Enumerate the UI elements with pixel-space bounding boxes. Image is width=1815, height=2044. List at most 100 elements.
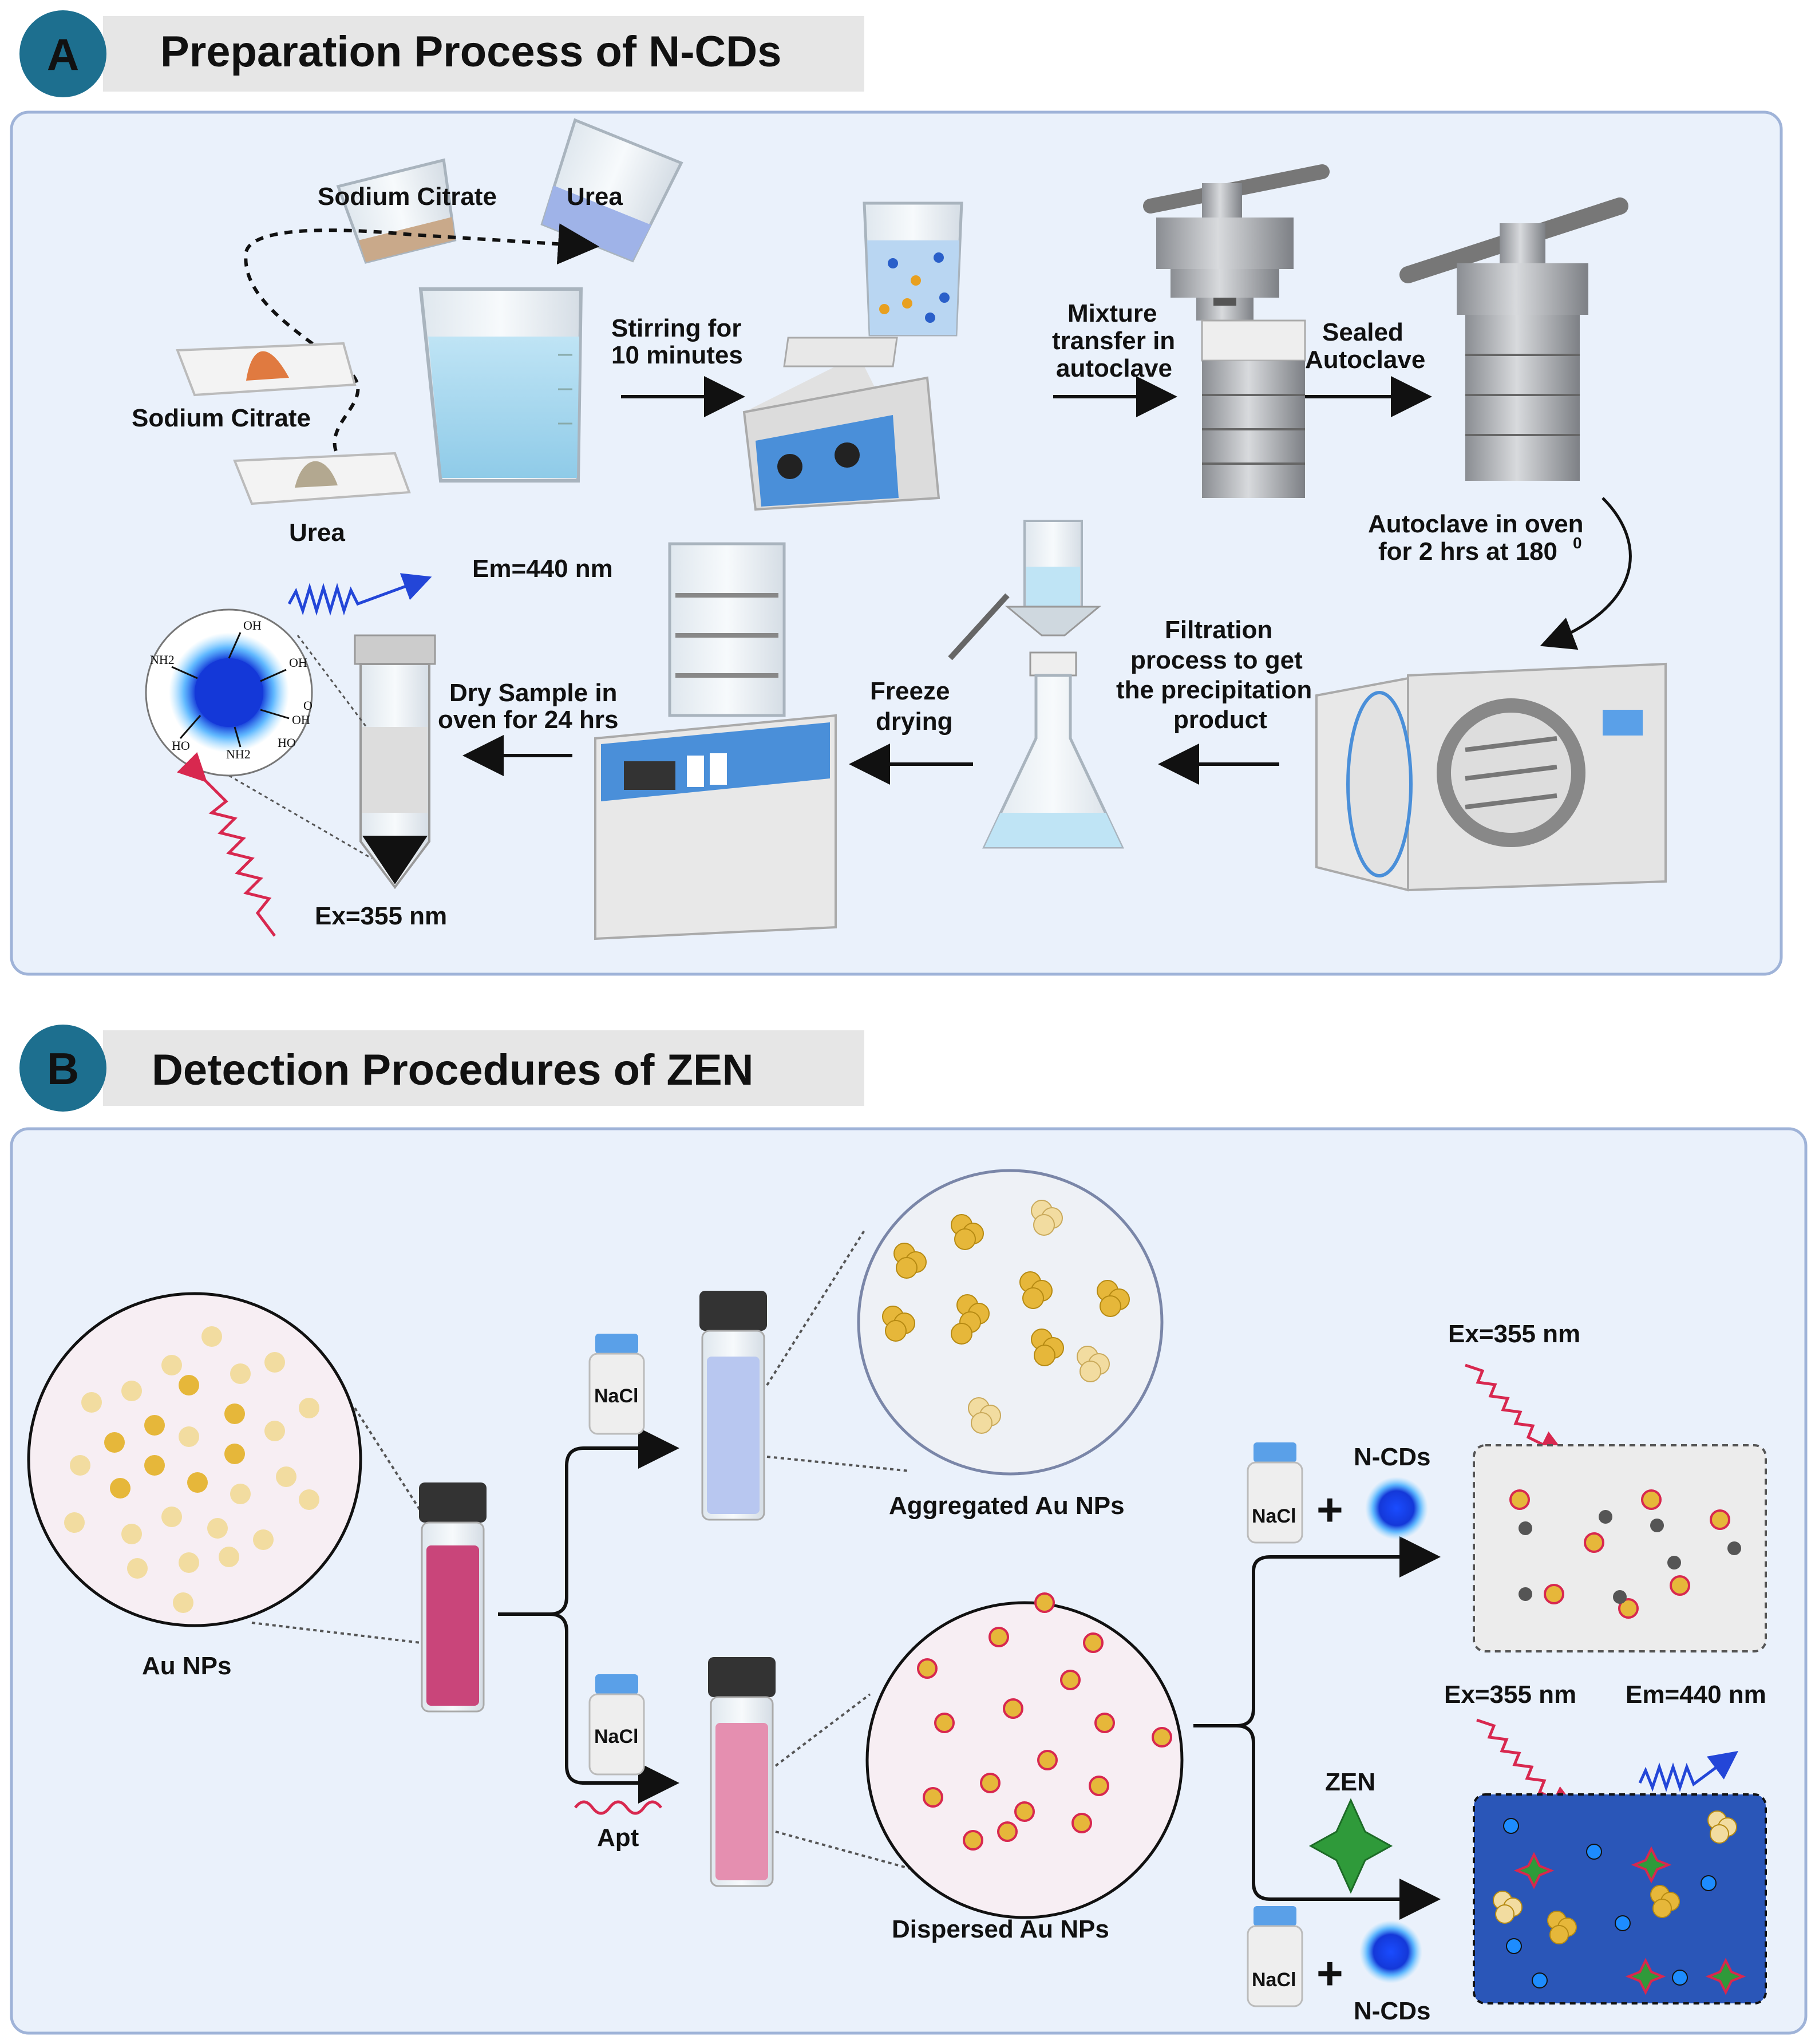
aptamer-strand <box>574 1800 662 1815</box>
freeze-dryer <box>594 542 837 940</box>
mixture-label-3: autoclave <box>1056 354 1172 382</box>
oven-label-2: for 2 hrs at 180 <box>1378 537 1557 566</box>
dashed-transfer-path <box>244 223 599 465</box>
magnetic-stirrer <box>742 201 963 511</box>
sodium-citrate-dish <box>176 342 357 397</box>
agg-zoom-line-upper <box>766 1229 865 1386</box>
ncds-bottom-label: N-CDs <box>1354 1997 1430 2025</box>
urea-dish <box>233 452 411 505</box>
urea-dish-label: Urea <box>289 519 345 547</box>
agg-zoom-line-lower <box>766 1456 911 1472</box>
mixing-beaker <box>418 287 583 483</box>
ex-bottom-label: Ex=355 nm <box>1444 1681 1576 1709</box>
dispersed-label: Dispersed Au NPs <box>892 1915 1109 1943</box>
plus-top: + <box>1316 1484 1343 1535</box>
oven-label-1: Autoclave in oven <box>1368 510 1584 538</box>
branch-arrow-right-top <box>1193 1536 1441 1727</box>
quenched-box <box>1473 1444 1767 1652</box>
branch-arrow-bottom <box>549 1612 679 1804</box>
zen-label: ZEN <box>1325 1768 1375 1796</box>
centrifuge-tube <box>354 634 436 889</box>
emission-wave-a <box>287 573 432 616</box>
filtration-label-3: the precipitation <box>1116 676 1312 704</box>
filtration-label-1: Filtration <box>1165 616 1272 644</box>
nacl-right-bottom-label: NaCl <box>1252 1969 1296 1991</box>
au-nps-zoom <box>27 1292 362 1627</box>
au-zoom-line-lower <box>251 1622 421 1644</box>
filtration-label-4: product <box>1173 706 1267 734</box>
group-nh2-2: NH2 <box>226 747 251 761</box>
excitation-wave-a <box>177 752 276 937</box>
fluorescent-box <box>1473 1793 1767 2005</box>
dry-label-1: Dry Sample in <box>449 679 617 707</box>
panel-a-letter: A <box>47 29 79 80</box>
nacl-right-top-label: NaCl <box>1252 1505 1296 1527</box>
zoom-line-lower <box>228 774 373 860</box>
drying-oven <box>1315 662 1667 892</box>
nacl-bottle-top <box>588 1334 645 1435</box>
dispersed-vial <box>708 1657 776 1887</box>
branch-arrow-right-bottom <box>1236 1724 1441 1920</box>
zoom-line-upper <box>296 635 367 728</box>
urea-beaker-label: Urea <box>567 183 623 211</box>
au-nps-label: Au NPs <box>142 1652 231 1680</box>
panel-b-title: Detection Procedures of ZEN <box>152 1046 754 1094</box>
stirring-label-1: Stirring for <box>611 314 741 342</box>
excitation-wave-bottom <box>1476 1718 1579 1812</box>
panel-a: A Preparation Process of N-CDs Sodium Ci… <box>10 10 1783 976</box>
ncd-dot-top <box>1365 1477 1428 1540</box>
panel-b: B Detection Procedures of ZEN Au NPs <box>10 1025 1808 2035</box>
panel-b-letter: B <box>47 1043 79 1094</box>
sodium-citrate-beaker-label: Sodium Citrate <box>318 183 497 211</box>
filtration-label-2: process to get <box>1130 646 1303 674</box>
group-oh-2: OH <box>289 655 307 670</box>
group-oh-1: OH <box>243 618 262 632</box>
group-oh-3: OH <box>292 713 310 727</box>
arrow-to-oven <box>1540 497 1632 650</box>
em-bottom-label: Em=440 nm <box>1626 1681 1766 1709</box>
nacl-bottom-label: NaCl <box>594 1726 638 1748</box>
panel-a-title: Preparation Process of N-CDs <box>160 27 781 76</box>
disp-zoom-line-lower <box>775 1830 922 1873</box>
dry-label-2: oven for 24 hrs <box>438 706 618 734</box>
aggregated-zoom <box>857 1169 1164 1476</box>
freeze-label-1: Freeze <box>870 677 950 705</box>
mixture-label-2: transfer in <box>1052 327 1175 355</box>
ncd-dot-bottom <box>1359 1920 1422 1983</box>
open-autoclave <box>1143 164 1330 498</box>
ncds-top-label: N-CDs <box>1354 1443 1430 1471</box>
panel-a-title-bar <box>103 16 864 92</box>
dispersed-zoom <box>865 1592 1184 1919</box>
zen-star <box>1308 1798 1393 1894</box>
mixture-label-1: Mixture <box>1067 299 1157 327</box>
disp-zoom-line-upper <box>774 1693 871 1767</box>
branch-arrow-top <box>498 1428 679 1616</box>
ex-label-a: Ex=355 nm <box>315 902 447 930</box>
ex-top-label: Ex=355 nm <box>1448 1320 1580 1348</box>
nacl-bottle-right-top <box>1247 1442 1303 1544</box>
group-ho-1: HO <box>172 738 190 753</box>
panel-a-badge <box>19 10 106 97</box>
freeze-label-2: drying <box>876 707 952 736</box>
filtration-flask <box>948 520 1124 849</box>
stirring-label-2: 10 minutes <box>611 341 743 369</box>
aggregated-label: Aggregated Au NPs <box>889 1492 1125 1520</box>
panel-b-badge <box>19 1025 106 1112</box>
excitation-wave-top <box>1465 1363 1568 1457</box>
sodium-citrate-dish-label: Sodium Citrate <box>132 404 311 432</box>
group-ho-2: HO <box>278 736 296 750</box>
group-nh2-1: NH2 <box>150 653 175 667</box>
emission-wave-bottom <box>1638 1751 1739 1792</box>
sealed-autoclave <box>1399 197 1628 481</box>
group-o: O <box>303 698 313 713</box>
oven-label-2-sup: 0 <box>1573 534 1582 552</box>
aggregated-vial <box>699 1291 767 1521</box>
panel-b-box <box>10 1127 1808 2035</box>
plus-bottom: + <box>1316 1948 1343 1999</box>
panel-b-title-bar <box>103 1030 864 1106</box>
sealed-label-1: Sealed <box>1322 318 1403 346</box>
nacl-bottle-right-bottom <box>1247 1906 1303 2007</box>
nacl-top-label: NaCl <box>594 1385 638 1407</box>
ncd-molecule-zoom: OH OH NH2 OH NH2 HO HO O <box>145 608 313 777</box>
